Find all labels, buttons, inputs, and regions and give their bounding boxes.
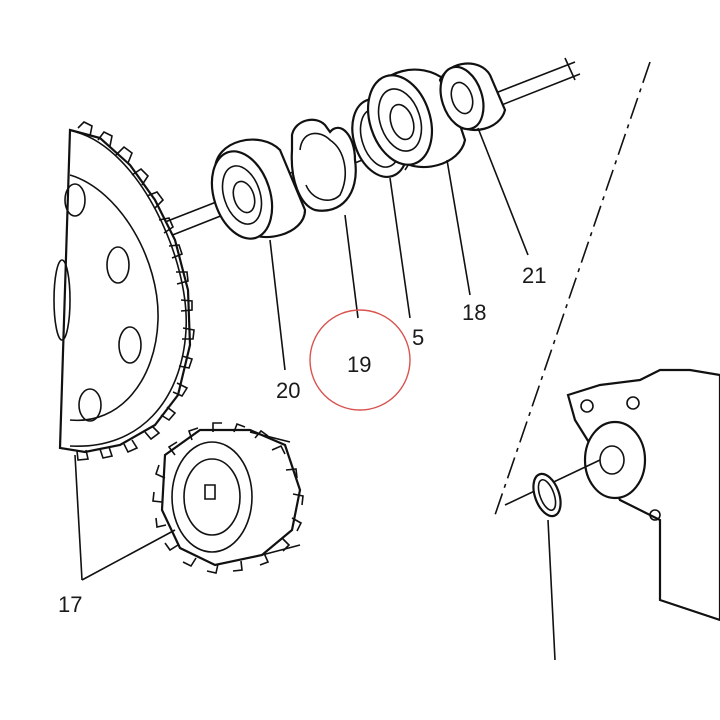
o-ring bbox=[532, 472, 562, 518]
housing bbox=[504, 368, 720, 622]
bushing-21 bbox=[438, 62, 507, 132]
small-drive-gear bbox=[152, 422, 304, 574]
leader-lines bbox=[74, 127, 556, 661]
highlight-circle bbox=[309, 309, 411, 411]
bearing-20 bbox=[210, 138, 307, 240]
callout-17: 17 bbox=[58, 592, 82, 617]
callout-21: 21 bbox=[522, 263, 546, 288]
callout-19: 19 bbox=[347, 352, 371, 377]
circlip-19 bbox=[290, 118, 357, 212]
large-timing-gear bbox=[53, 121, 195, 461]
callout-5: 5 bbox=[412, 325, 424, 350]
callout-20: 20 bbox=[276, 378, 300, 403]
section-line bbox=[494, 61, 651, 516]
callout-18: 18 bbox=[462, 300, 486, 325]
